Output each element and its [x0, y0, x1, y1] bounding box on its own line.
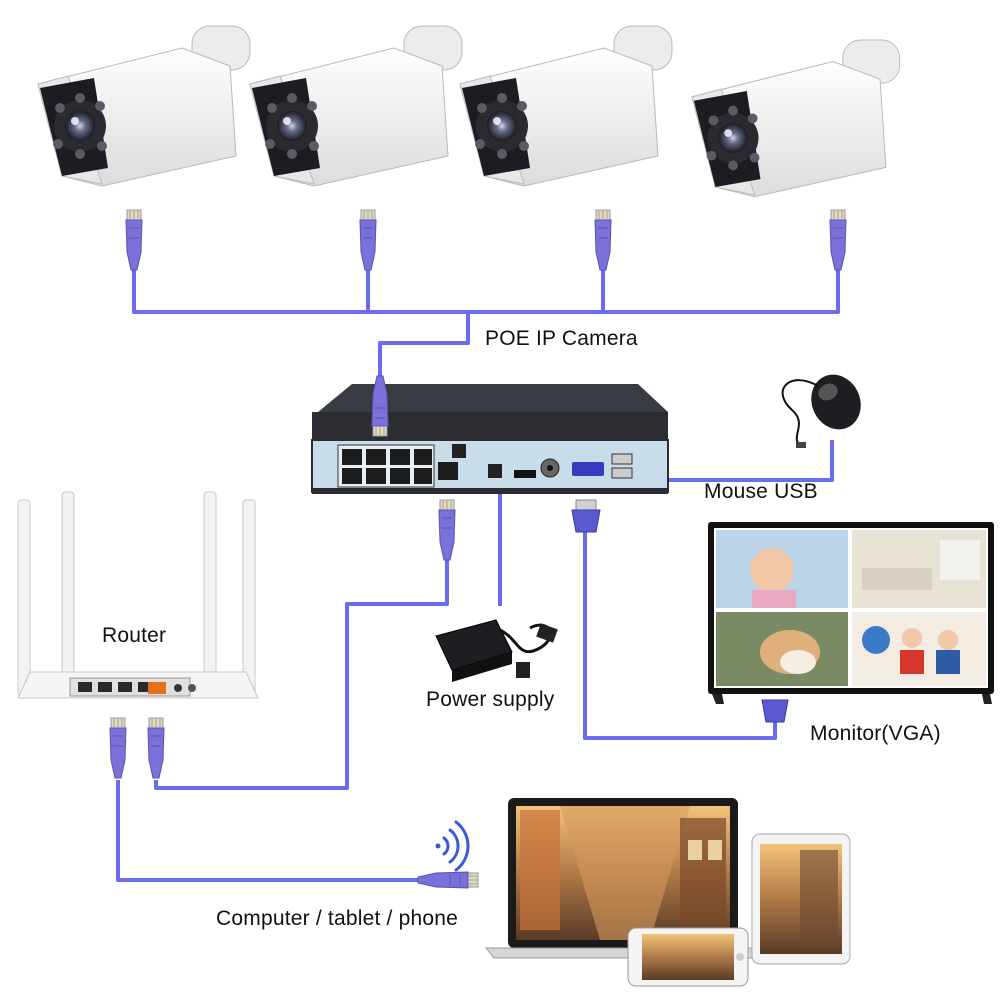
- rj45-connector-icon: [109, 717, 127, 779]
- bullet-camera-icon: [249, 25, 463, 187]
- bullet-camera-icon: [37, 25, 251, 187]
- phone-icon: [627, 927, 749, 987]
- rj45-connector-icon: [147, 717, 165, 779]
- cable-lines: [116, 270, 840, 882]
- poe-camera-label: POE IP Camera: [485, 327, 638, 350]
- wifi-signal-icon: [435, 820, 470, 872]
- power-supply-label: Power supply: [426, 688, 555, 711]
- rj45-connector-icon: [417, 871, 479, 889]
- vga-connector-icon: [571, 499, 601, 533]
- router-label: Router: [102, 624, 167, 647]
- tablet-icon: [751, 833, 851, 965]
- devices-label: Computer / tablet / phone: [216, 907, 458, 930]
- bullet-camera-icon: [459, 25, 673, 187]
- rj45-connector-icon: [594, 209, 612, 271]
- power-adapter-icon: [435, 619, 558, 682]
- mouse-usb-label: Mouse USB: [704, 480, 818, 503]
- vga-monitor-icon: [708, 522, 994, 704]
- rj45-connector-icon: [829, 209, 847, 271]
- monitor-label: Monitor(VGA): [810, 722, 941, 745]
- rj45-connector-icon: [359, 209, 377, 271]
- vga-connector-icon: [761, 699, 789, 723]
- usb-mouse-icon: [781, 374, 861, 448]
- rj45-connector-icon: [438, 499, 456, 561]
- bullet-camera-icon: [691, 39, 901, 198]
- laptop-icon: [484, 798, 762, 959]
- wifi-router-icon: [17, 491, 259, 699]
- nvr-recorder-icon: [311, 384, 669, 494]
- rj45-connector-icon: [125, 209, 143, 271]
